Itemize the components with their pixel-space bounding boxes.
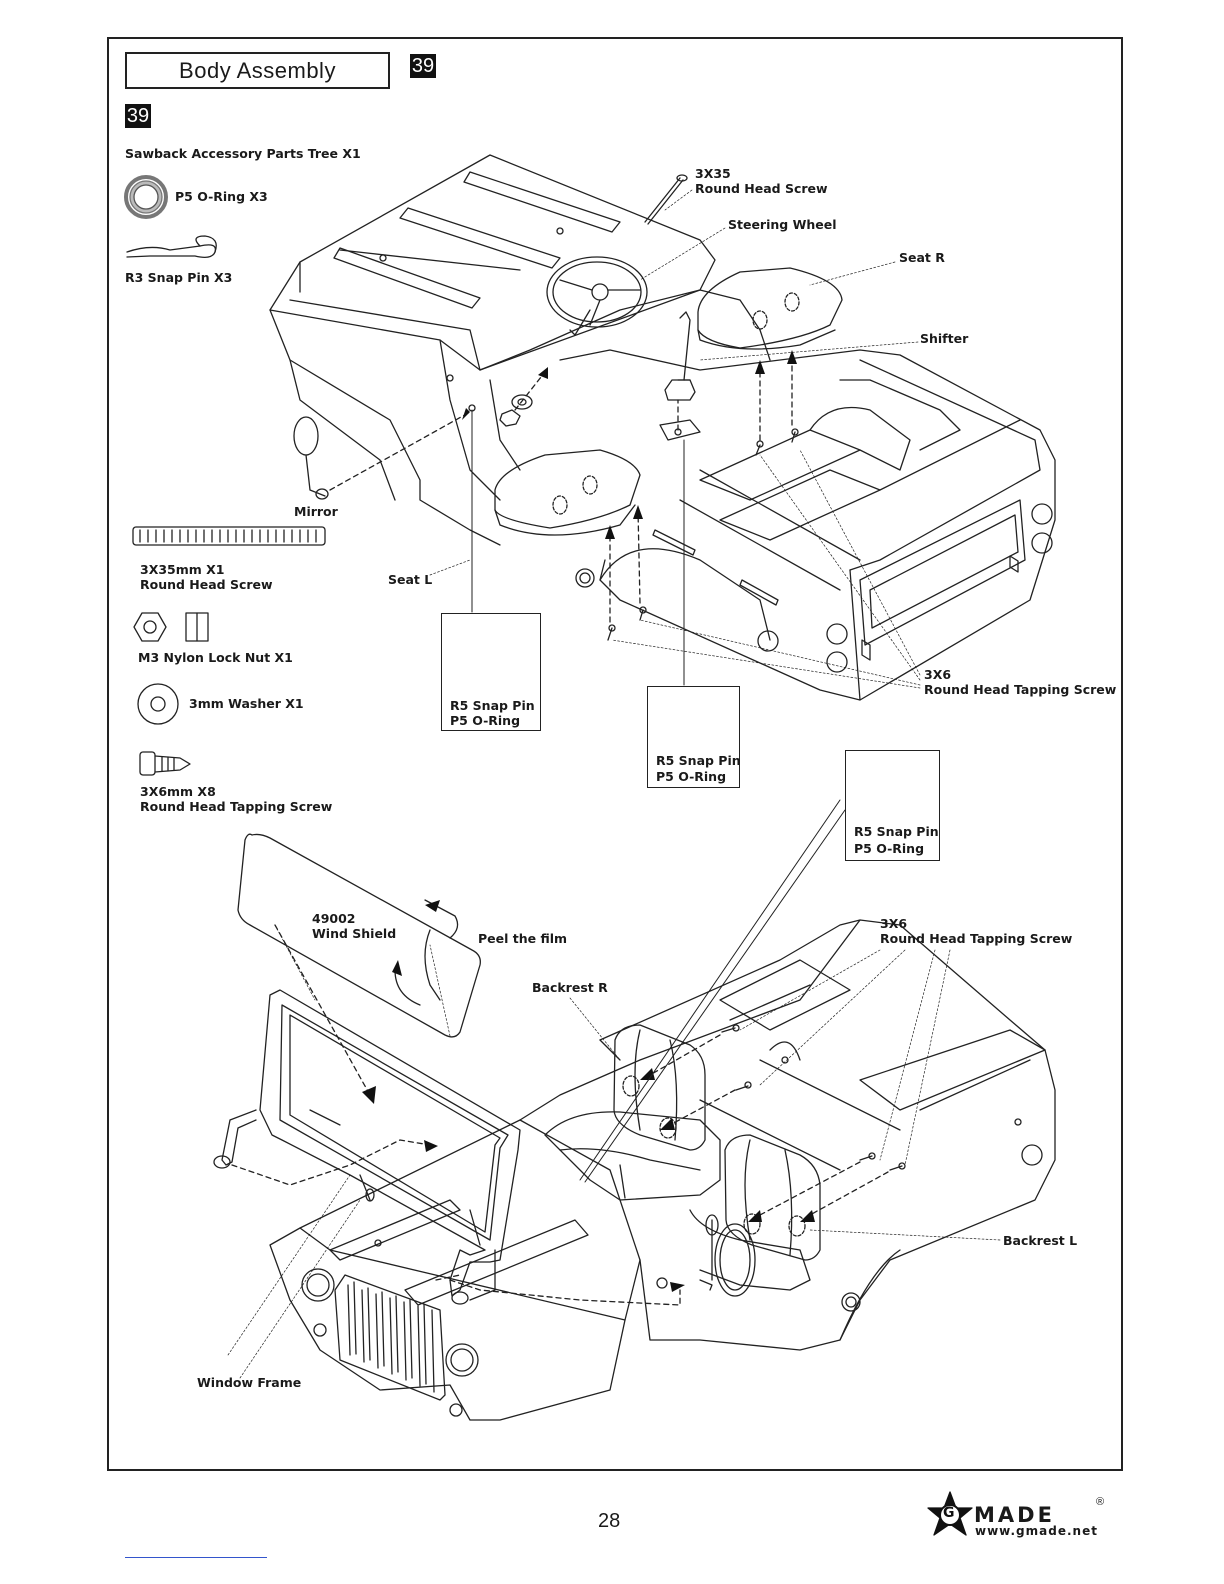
screw-35-qty-label: 3X35mm X1 (140, 562, 225, 577)
page-number: 28 (598, 1510, 621, 1532)
backrest-l-callout: Backrest L (1003, 1233, 1078, 1248)
snap-pin-label: R3 Snap Pin X3 (125, 270, 233, 285)
shifter-part (659, 311, 701, 441)
mirror-label: Mirror (294, 504, 338, 519)
tapping-screw-upper-name: Round Head Tapping Screw (924, 682, 1117, 697)
backrest-r-callout: Backrest R (532, 980, 608, 995)
steering-wheel-callout: Steering Wheel (728, 217, 837, 232)
inset-leaders-lower (579, 799, 846, 1183)
peel-film-label: Peel the film (478, 931, 568, 946)
tapping-screws-lower (721, 1024, 906, 1171)
brand-wordmark: MADE (974, 1503, 1055, 1527)
brand-initial: G (943, 1505, 955, 1521)
nut-label: M3 Nylon Lock Nut X1 (138, 650, 293, 665)
seat-r-callout: Seat R (899, 250, 945, 265)
leader-lines-upper (429, 189, 921, 689)
screw-35-name-label: Round Head Screw (140, 577, 273, 592)
inset3-snap-pin-label: R5 Snap Pin (854, 824, 939, 839)
upper-body-tub (269, 154, 1056, 701)
screw-3x35-name-callout: Round Head Screw (695, 181, 828, 196)
parts-tree-label: Sawback Accessory Parts Tree X1 (125, 146, 361, 161)
backrest-r-part (613, 1024, 706, 1151)
page-frame (107, 37, 1123, 1471)
parts-list-art (124, 175, 326, 776)
brand-url: www.gmade.net (975, 1524, 1098, 1538)
inset-snap-pin-box-3 (845, 750, 940, 861)
section-title: Body Assembly (125, 52, 390, 89)
backrest-l-part (724, 1134, 821, 1261)
footer-link-underline (125, 1557, 267, 1558)
tapping-screw-lower-qty: 3X6 (880, 916, 908, 931)
tapping-screw-upper-qty: 3X6 (924, 667, 952, 682)
assembly-arrows-upper (329, 354, 793, 623)
windshield-label: Wind Shield (312, 926, 397, 941)
assembly-arrows-lower (231, 924, 889, 1306)
o-ring-label: P5 O-Ring X3 (175, 189, 268, 204)
inset2-o-ring-label: P5 O-Ring (656, 769, 727, 784)
tapping-screws-upper (607, 428, 799, 641)
long-screw-upper (644, 174, 688, 225)
window-frame-callout: Window Frame (197, 1375, 302, 1390)
lower-body (269, 919, 1056, 1421)
tapping-name-label: Round Head Tapping Screw (140, 799, 333, 814)
seat-r-part (697, 267, 843, 350)
mirror-part (293, 416, 329, 500)
window-frame-part (213, 989, 521, 1305)
step-number-badge: 39 (410, 54, 436, 78)
shifter-callout: Shifter (920, 331, 969, 346)
inset2-snap-pin-label: R5 Snap Pin (656, 753, 741, 768)
inset3-o-ring-label: P5 O-Ring (854, 841, 925, 856)
seat-l-part (494, 449, 641, 536)
inset-snap-pin-box-2 (647, 686, 740, 788)
inset-leaders-upper (471, 409, 685, 686)
washer-label: 3mm Washer X1 (189, 696, 304, 711)
step-number-badge-side: 39 (125, 104, 151, 128)
windshield-panel (237, 833, 481, 1038)
tapping-qty-label: 3X6mm X8 (140, 784, 216, 799)
tapping-screw-lower-name: Round Head Tapping Screw (880, 931, 1073, 946)
seat-l-callout: Seat L (388, 572, 433, 587)
gmade-logo-mark (927, 1491, 973, 1536)
inset1-o-ring-label: P5 O-Ring (450, 713, 521, 728)
screw-3x35-callout: 3X35 (695, 166, 731, 181)
leader-lines-lower (227, 924, 1001, 1379)
inset-snap-pin-box-1 (441, 613, 541, 731)
steering-wheel-part (546, 256, 648, 336)
nut-washer-upper (499, 394, 533, 427)
inset1-snap-pin-label: R5 Snap Pin (450, 698, 535, 713)
registered-mark: ® (1096, 1496, 1105, 1508)
windshield-part-number: 49002 (312, 911, 356, 926)
